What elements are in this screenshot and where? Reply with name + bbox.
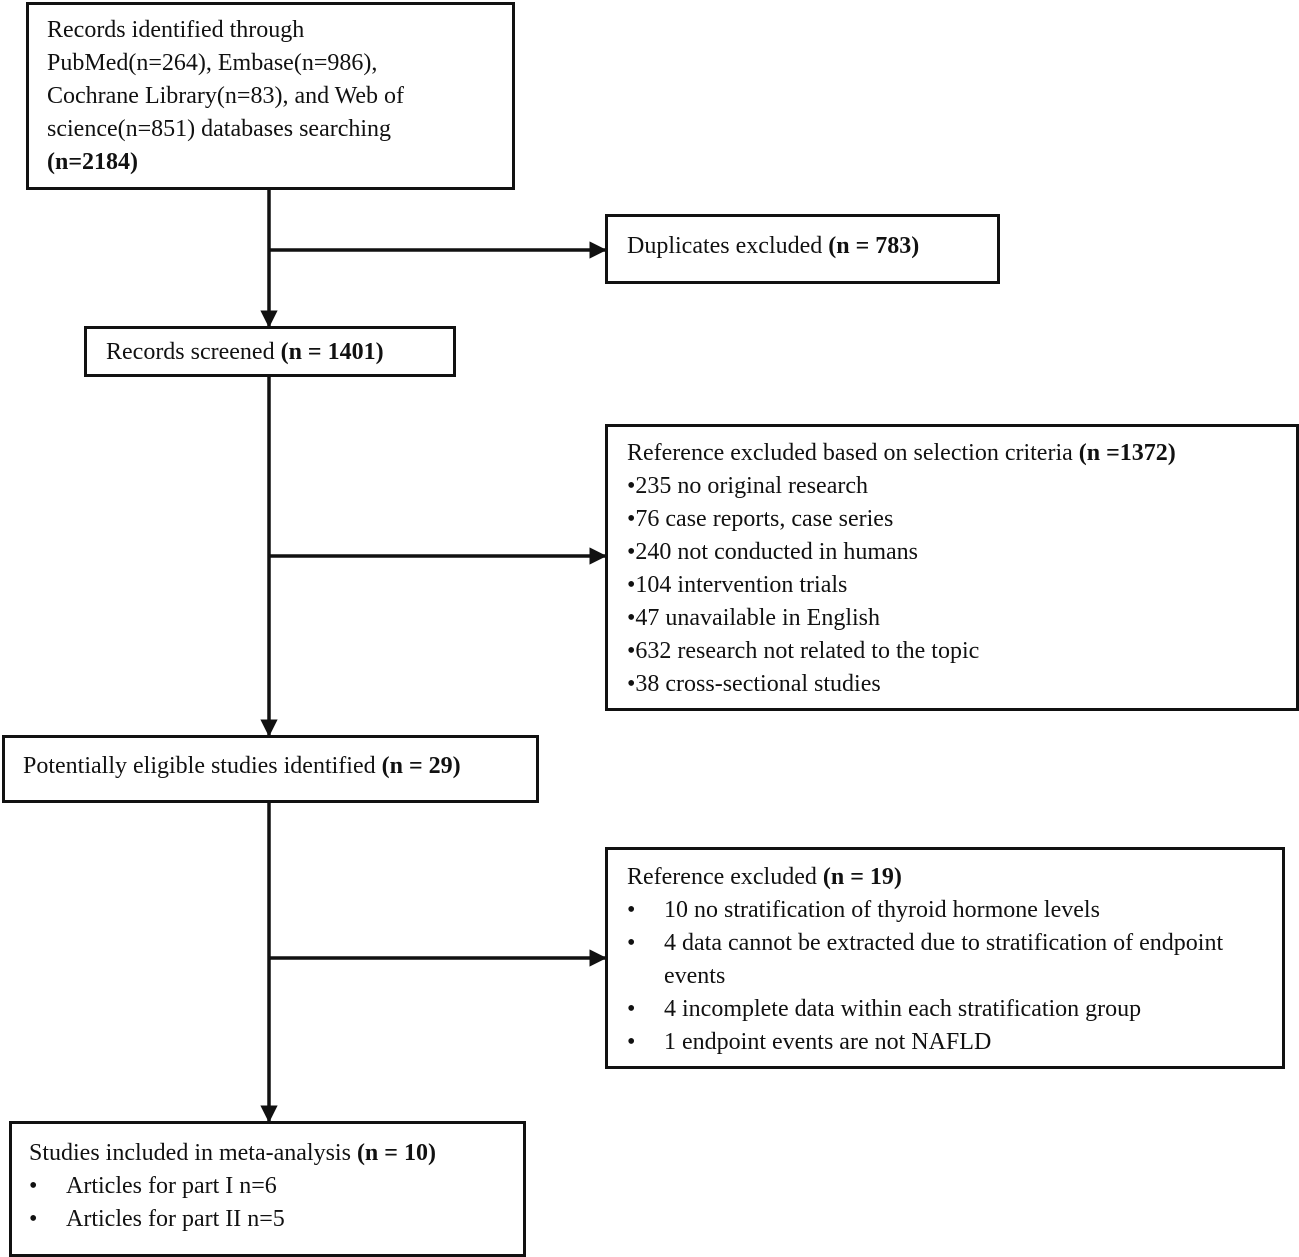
- selection-excluded-count: (n =1372): [1078, 440, 1176, 466]
- bullet-icon: •: [627, 996, 636, 1022]
- included-item: • Articles for part II n=5: [29, 1203, 523, 1236]
- selection-excluded-item: •235 no original research: [627, 473, 868, 499]
- bullet-icon: •: [29, 1173, 38, 1199]
- duplicates-label: Duplicates excluded: [627, 233, 829, 259]
- identified-count: (n=2184): [47, 149, 139, 175]
- identified-line: science(n=851) databases searching: [47, 116, 392, 142]
- ref-excluded-label: Reference excluded: [627, 864, 823, 890]
- ref-excluded-count: (n = 19): [822, 864, 902, 890]
- included-count: (n = 10): [356, 1140, 436, 1166]
- ref-excluded-item-text: 10 no stratification of thyroid hormone …: [664, 897, 1100, 923]
- selection-excluded-box: Reference excluded based on selection cr…: [605, 424, 1299, 711]
- ref-excluded-item: • 4 data cannot be extracted due to stra…: [627, 927, 1224, 993]
- screened-label: Records screened: [106, 339, 281, 365]
- reference-excluded-box: Reference excluded (n = 19) • 10 no stra…: [605, 847, 1285, 1069]
- identified-line: Records identified through: [47, 17, 305, 43]
- included-item-text: Articles for part I n=6: [66, 1173, 277, 1199]
- ref-excluded-item-text: 4 incomplete data within each stratifica…: [664, 996, 1142, 1022]
- identified-line: PubMed(n=264), Embase(n=986),: [47, 50, 378, 76]
- records-screened-box: Records screened (n = 1401): [84, 326, 456, 377]
- identified-line: Cochrane Library(n=83), and Web of: [47, 83, 405, 109]
- ref-excluded-item: • 1 endpoint events are not NAFLD: [627, 1026, 1282, 1059]
- ref-excluded-item-text: 4 data cannot be extracted due to strati…: [664, 930, 1224, 989]
- bullet-icon: •: [627, 897, 636, 923]
- ref-excluded-item-text: 1 endpoint events are not NAFLD: [664, 1029, 992, 1055]
- selection-excluded-label: Reference excluded based on selection cr…: [627, 440, 1079, 466]
- records-identified-box: Records identified through PubMed(n=264)…: [26, 2, 515, 190]
- bullet-icon: •: [627, 930, 636, 956]
- ref-excluded-item: • 4 incomplete data within each stratifi…: [627, 993, 1282, 1026]
- included-item-text: Articles for part II n=5: [66, 1206, 285, 1232]
- eligible-studies-box: Potentially eligible studies identified …: [2, 735, 539, 803]
- selection-excluded-item: •47 unavailable in English: [627, 605, 881, 631]
- eligible-count: (n = 29): [381, 753, 461, 779]
- selection-excluded-item: •104 intervention trials: [627, 572, 848, 598]
- duplicates-count: (n = 783): [828, 233, 920, 259]
- included-item: • Articles for part I n=6: [29, 1170, 523, 1203]
- duplicates-excluded-box: Duplicates excluded (n = 783): [605, 214, 1000, 284]
- eligible-label: Potentially eligible studies identified: [23, 753, 382, 779]
- ref-excluded-item: • 10 no stratification of thyroid hormon…: [627, 894, 1282, 927]
- bullet-icon: •: [29, 1206, 38, 1232]
- screened-count: (n = 1401): [280, 339, 384, 365]
- included-label: Studies included in meta-analysis: [29, 1140, 357, 1166]
- selection-excluded-item: •240 not conducted in humans: [627, 539, 919, 565]
- selection-excluded-item: •76 case reports, case series: [627, 506, 894, 532]
- selection-excluded-item: •632 research not related to the topic: [627, 638, 980, 664]
- selection-excluded-item: •38 cross-sectional studies: [627, 671, 881, 697]
- studies-included-box: Studies included in meta-analysis (n = 1…: [9, 1121, 526, 1257]
- bullet-icon: •: [627, 1029, 636, 1055]
